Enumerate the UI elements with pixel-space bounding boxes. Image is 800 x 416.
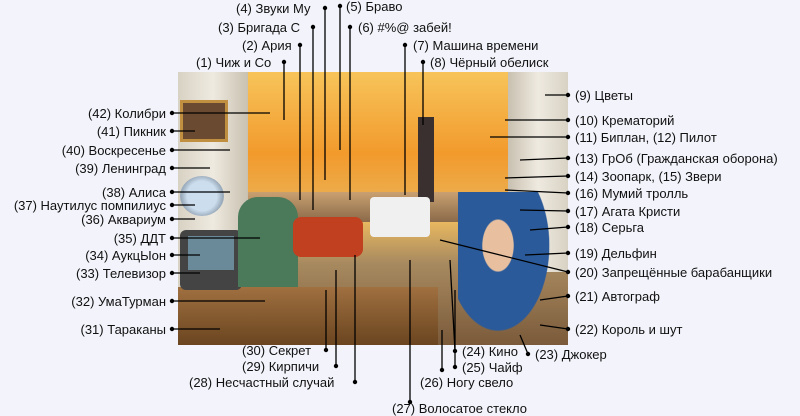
- callout-label-18: (18) Серьга: [575, 220, 645, 235]
- callout-label-16: (16) Мумий тролль: [575, 186, 689, 201]
- callout-label-37: (37) Наутилус помпилиус: [13, 198, 166, 213]
- callout-label-3: (3) Бригада С: [218, 20, 301, 35]
- callout-label-30: (30) Секрет: [242, 343, 312, 358]
- callout-label-9: (9) Цветы: [575, 88, 633, 103]
- callout-label-35: (35) ДДТ: [113, 231, 166, 246]
- callout-line: [524, 252, 569, 256]
- callout-line: [519, 334, 529, 355]
- callout-label-36: (36) Аквариум: [81, 212, 166, 227]
- wall-picture: [180, 100, 228, 142]
- painting-illustration: [178, 72, 568, 345]
- callout-label-17: (17) Агата Кристи: [575, 204, 681, 219]
- callout-label-27: (27) Волосатое стекло: [392, 401, 527, 416]
- callout-label-34: (34) АукцЫон: [85, 248, 166, 263]
- callout-label-2: (2) Ария: [242, 38, 292, 53]
- callout-label-20: (20) Запрещённые барабанщики: [575, 265, 773, 280]
- callout-line: [504, 175, 569, 179]
- callout-label-42: (42) Колибри: [87, 106, 166, 121]
- callout-label-40: (40) Воскресенье: [61, 143, 166, 158]
- callout-line: [504, 189, 569, 194]
- callout-label-1: (1) Чиж и Со: [196, 55, 272, 70]
- callout-label-39: (39) Ленинград: [75, 161, 166, 176]
- callout-label-14: (14) Зоопарк, (15) Звери: [575, 169, 722, 184]
- tv-screen: [188, 236, 234, 270]
- callout-line: [519, 157, 569, 161]
- callout-line: [439, 239, 569, 273]
- callout-line: [539, 295, 569, 301]
- callout-label-24: (24) Кино: [462, 344, 518, 359]
- callout-label-38: (38) Алиса: [102, 185, 166, 200]
- floor: [178, 287, 438, 345]
- callout-line: [529, 226, 569, 231]
- soldiers-figure: [238, 197, 298, 287]
- callout-label-23: (23) Джокер: [535, 347, 607, 362]
- callout-label-29: (29) Кирпичи: [242, 359, 320, 374]
- callout-label-19: (19) Дельфин: [575, 246, 657, 261]
- callout-line: [539, 324, 569, 330]
- aquarium-bowl: [180, 176, 224, 216]
- callout-label-22: (22) Король и шут: [575, 322, 683, 337]
- callout-label-8: (8) Чёрный обелиск: [430, 55, 549, 70]
- television: [180, 230, 242, 290]
- old-man-figure: [458, 192, 558, 345]
- callout-label-21: (21) Автограф: [575, 289, 660, 304]
- callout-line: [449, 259, 456, 352]
- callout-line: [519, 209, 569, 212]
- callout-label-31: (31) Тараканы: [80, 322, 166, 337]
- callout-label-33: (33) Телевизор: [76, 266, 166, 281]
- bricks-pile: [293, 217, 363, 257]
- callout-label-13: (13) ГрОб (Гражданская оборона): [575, 151, 778, 166]
- callout-label-6: (6) #%@ забей!: [358, 20, 452, 35]
- callout-label-25: (25) Чайф: [462, 360, 523, 375]
- callout-label-4: (4) Звуки Му: [236, 1, 311, 16]
- callout-label-32: (32) УмаТурман: [71, 294, 166, 309]
- callout-label-7: (7) Машина времени: [413, 38, 539, 53]
- callout-label-5: (5) Браво: [346, 0, 403, 14]
- callout-label-26: (26) Ногу свело: [420, 375, 514, 390]
- callout-label-10: (10) Крематорий: [575, 113, 675, 128]
- white-van: [370, 197, 430, 237]
- callout-label-28: (28) Несчастный случай: [189, 375, 335, 390]
- black-obelisk: [418, 117, 434, 202]
- callout-label-41: (41) Пикник: [96, 124, 166, 139]
- callout-label-11: (11) Биплан, (12) Пилот: [575, 130, 717, 145]
